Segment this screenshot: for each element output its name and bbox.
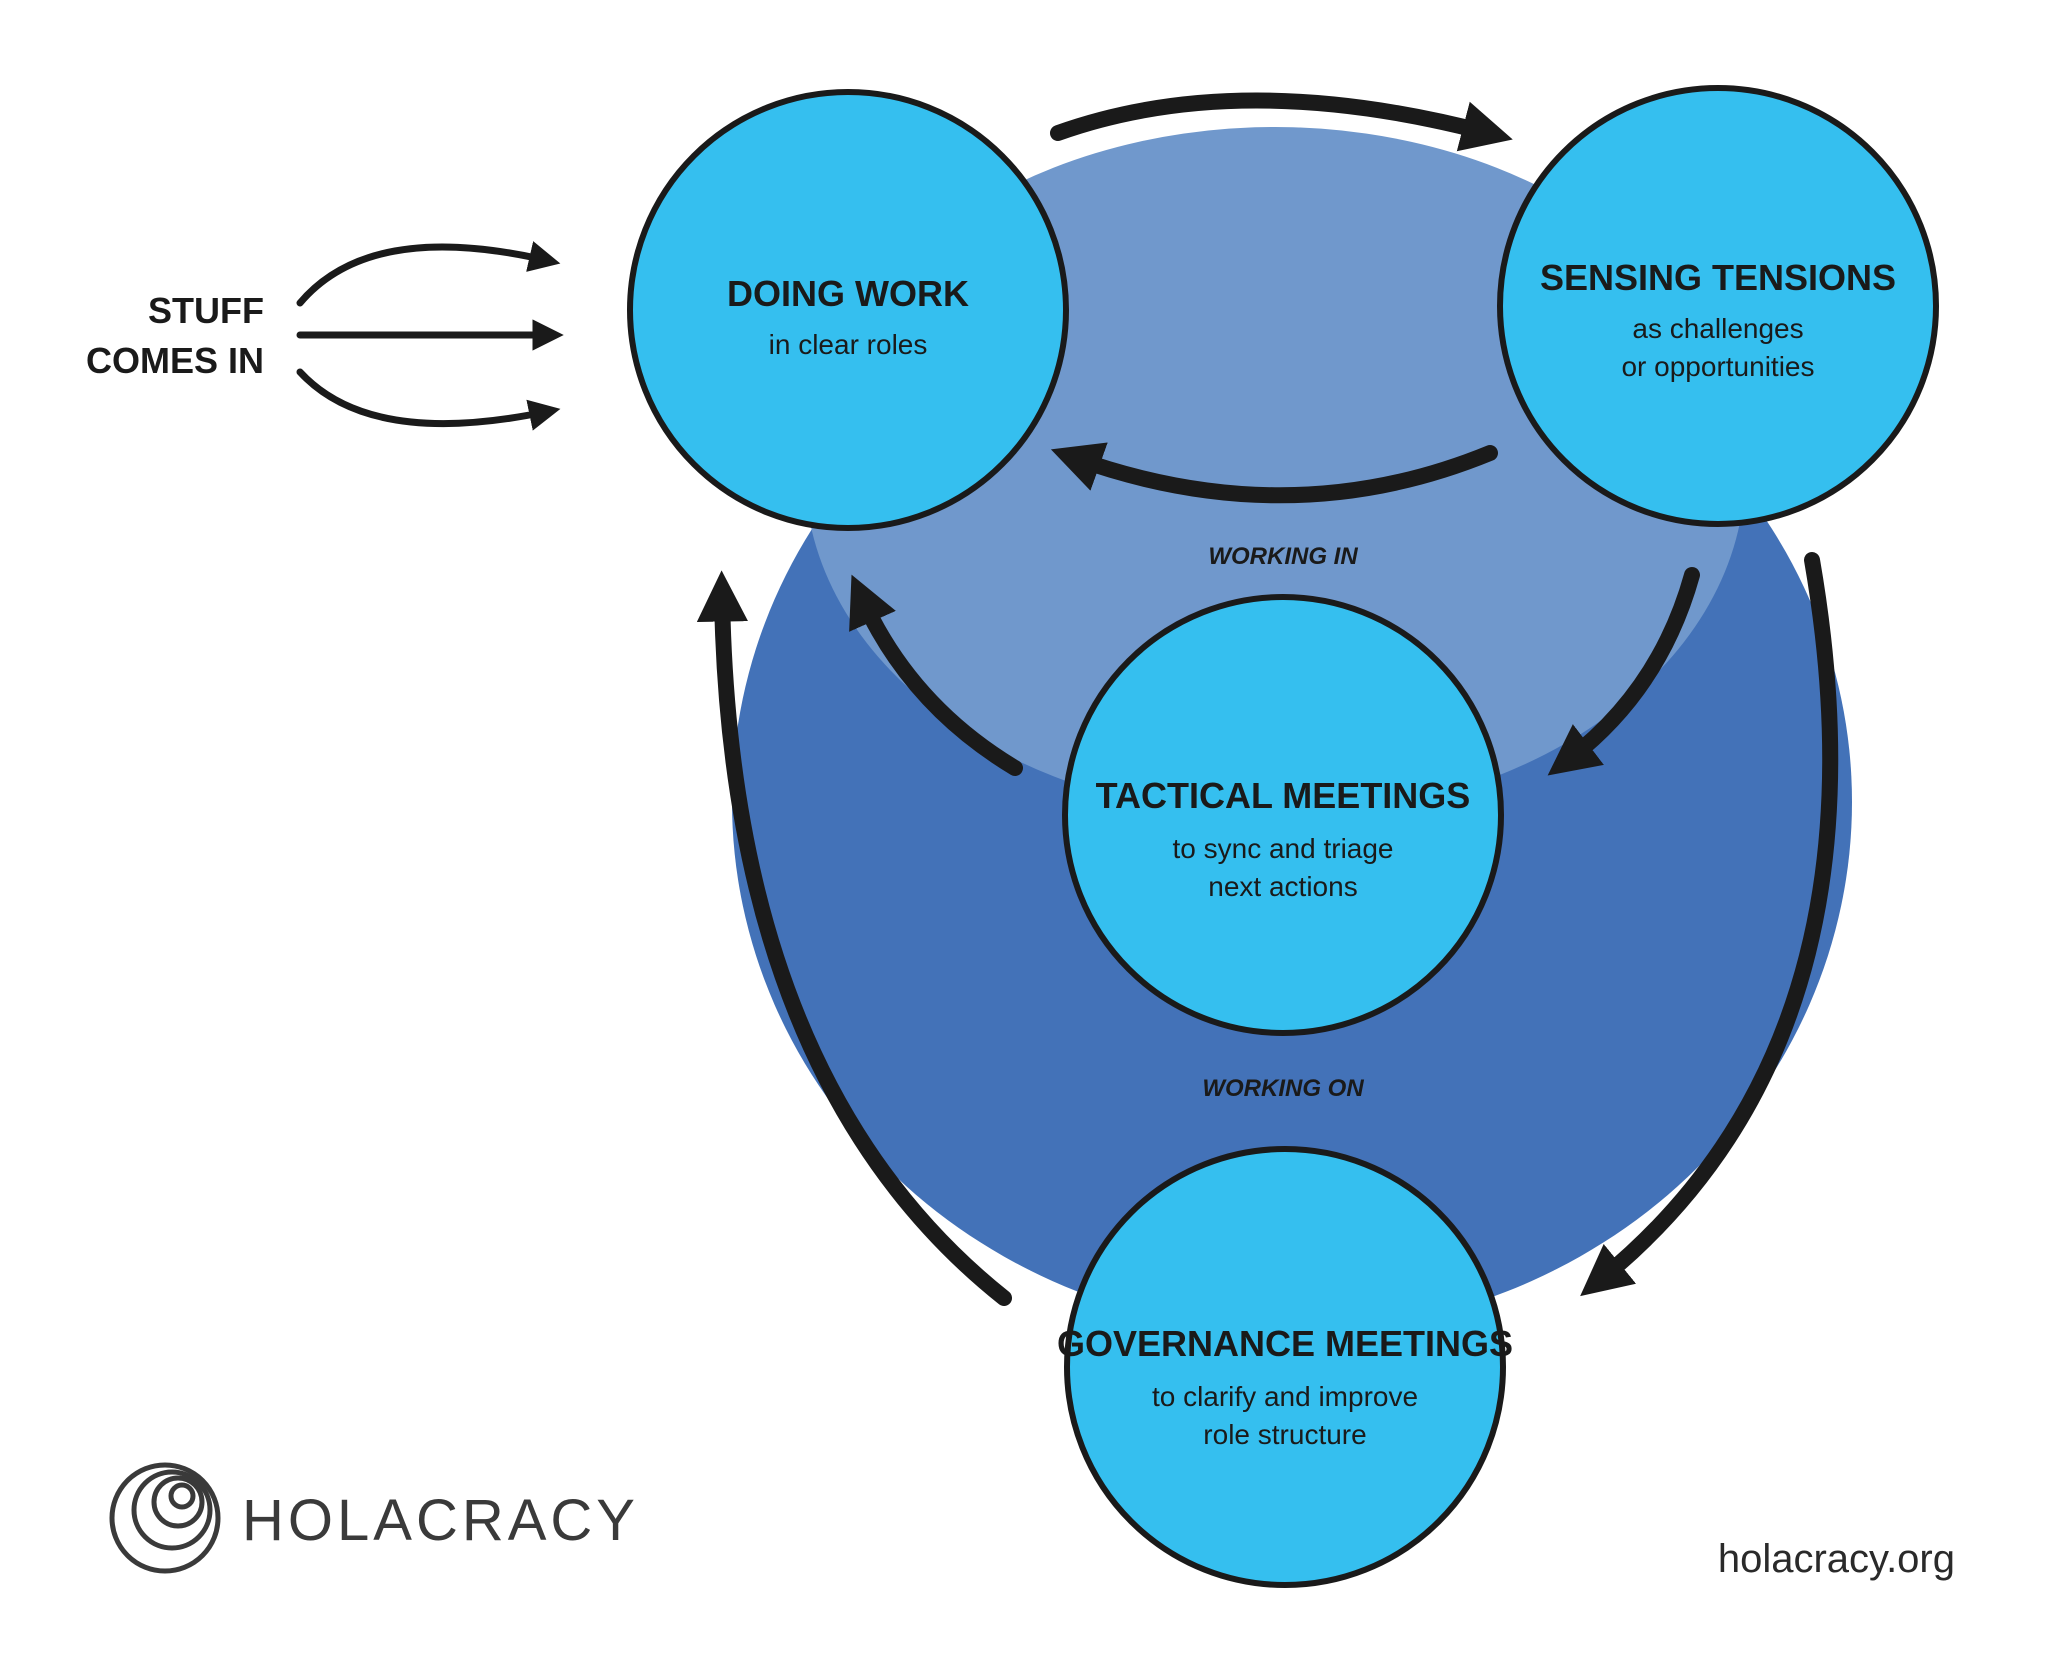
input-label-line2: COMES IN bbox=[86, 340, 264, 381]
arrow-sensing-to-doing bbox=[1050, 442, 1498, 504]
node-sensing-tensions-sub2: or opportunities bbox=[1621, 351, 1814, 382]
node-doing-work-sub: in clear roles bbox=[769, 329, 928, 360]
input-arrow-upper bbox=[296, 241, 561, 307]
node-tactical-meetings-title: TACTICAL MEETINGS bbox=[1096, 775, 1471, 816]
node-tactical-meetings: TACTICAL MEETINGS to sync and triage nex… bbox=[1062, 594, 1504, 1036]
node-governance-meetings-sub1: to clarify and improve bbox=[1152, 1381, 1418, 1412]
node-tactical-meetings-sub1: to sync and triage bbox=[1172, 833, 1393, 864]
node-sensing-tensions-sub1: as challenges bbox=[1632, 313, 1803, 344]
arrow-governance-to-doing bbox=[696, 570, 1012, 1306]
holacracy-logo: HOLACRACY bbox=[109, 1462, 639, 1574]
node-sensing-tensions: SENSING TENSIONS as challenges or opport… bbox=[1497, 85, 1939, 527]
holacracy-logo-text: HOLACRACY bbox=[242, 1488, 639, 1553]
node-doing-work-title: DOING WORK bbox=[727, 273, 969, 314]
website-url: holacracy.org bbox=[1718, 1537, 1955, 1581]
input-arrow-lower bbox=[296, 368, 561, 431]
node-doing-work: DOING WORK in clear roles bbox=[627, 89, 1069, 531]
input-label-line1: STUFF bbox=[148, 290, 264, 331]
node-governance-meetings: GOVERNANCE MEETINGS to clarify and impro… bbox=[1057, 1146, 1513, 1588]
zone-label-working-on: WORKING ON bbox=[1202, 1075, 1364, 1102]
holacracy-logo-icon bbox=[109, 1462, 221, 1574]
arrow-sensing-to-tactical bbox=[1547, 567, 1700, 776]
arrow-doing-to-sensing bbox=[1050, 92, 1513, 152]
arrow-tactical-to-doing bbox=[849, 574, 1023, 776]
node-tactical-meetings-sub2: next actions bbox=[1208, 871, 1357, 902]
arrow-sensing-to-governance bbox=[1580, 552, 1839, 1297]
node-governance-meetings-title: GOVERNANCE MEETINGS bbox=[1057, 1323, 1513, 1364]
node-governance-meetings-sub2: role structure bbox=[1203, 1419, 1366, 1450]
zone-label-working-in: WORKING IN bbox=[1208, 543, 1358, 570]
node-sensing-tensions-title: SENSING TENSIONS bbox=[1540, 257, 1896, 298]
